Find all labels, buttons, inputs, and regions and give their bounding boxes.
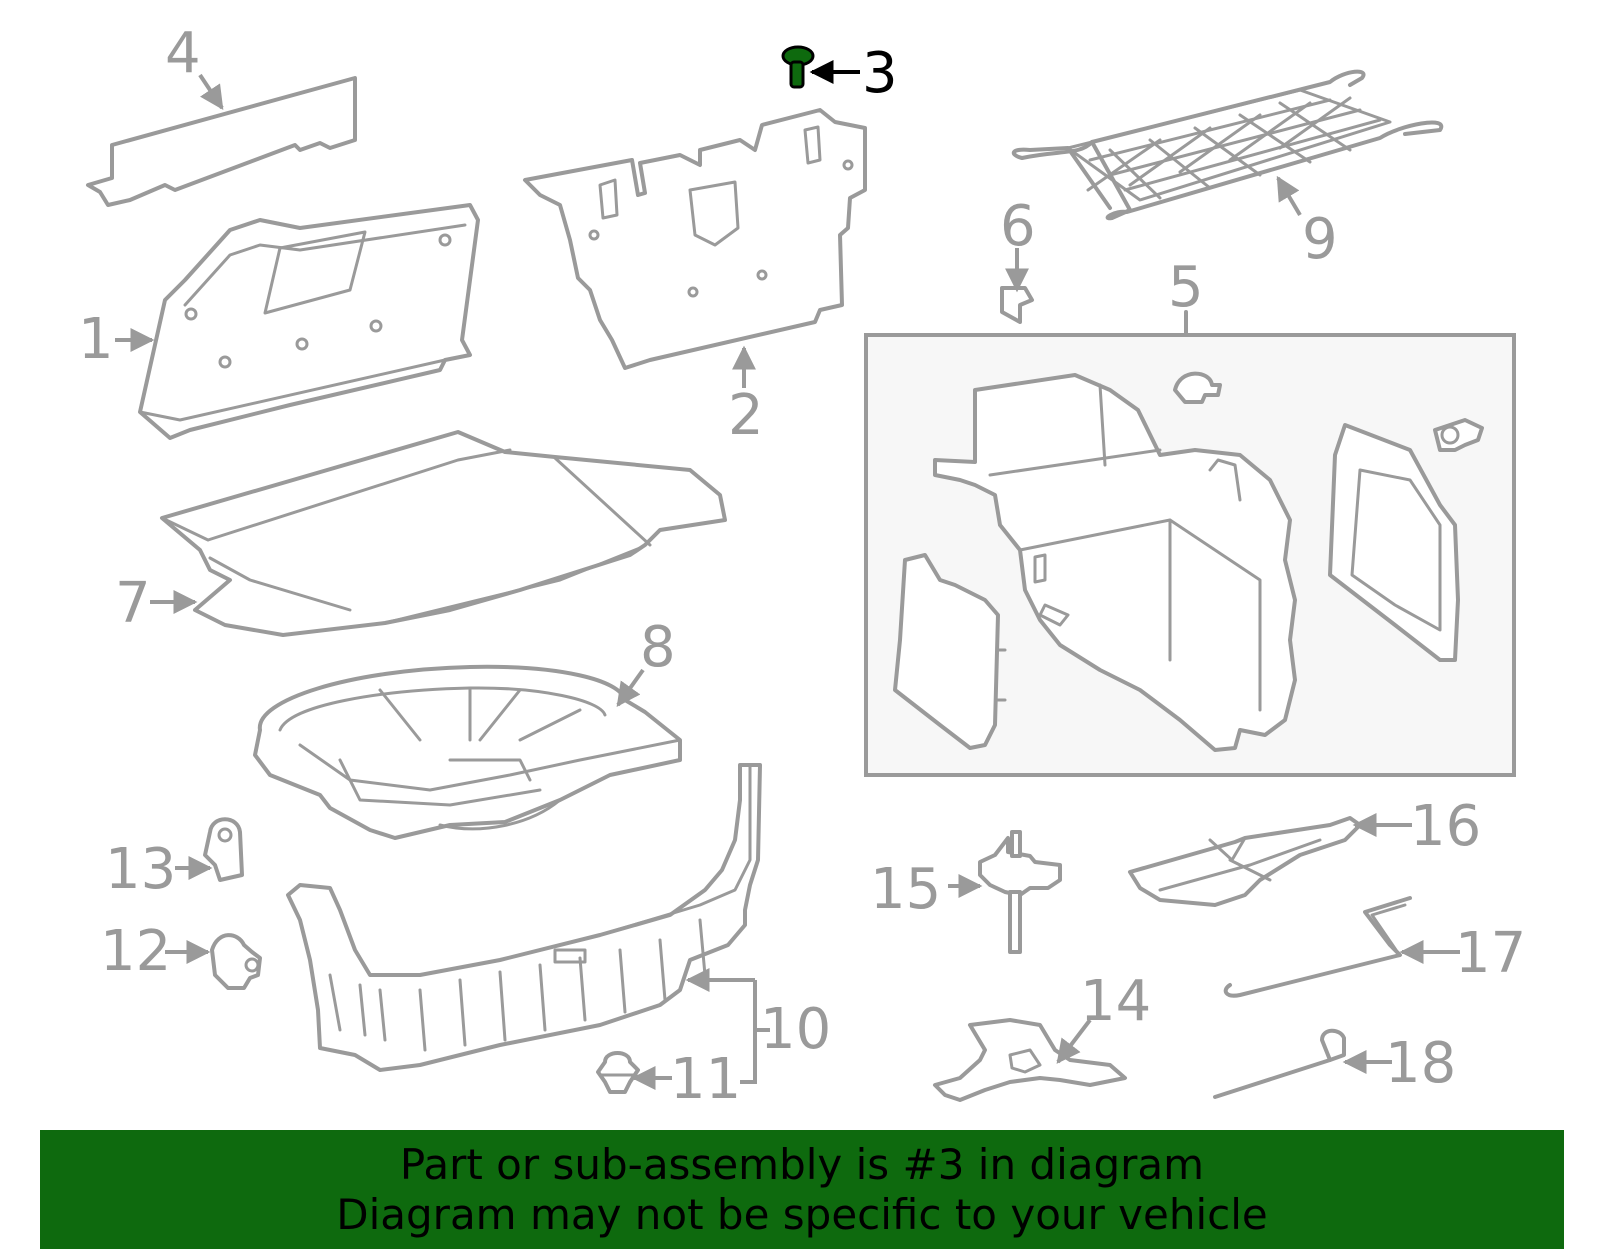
part-11-push-clip <box>596 1051 640 1094</box>
leader-9 <box>1276 175 1302 217</box>
leader-lines <box>115 60 1460 1090</box>
part-4-trim-strip <box>86 76 357 207</box>
callout-16: 16 <box>1410 794 1481 859</box>
callout-3: 3 <box>862 41 898 106</box>
part-10-rear-trim <box>286 763 762 1072</box>
callout-13: 13 <box>105 837 176 902</box>
part-5-assembly-box <box>864 310 1516 777</box>
part-17-rod <box>1223 896 1412 998</box>
callout-11: 11 <box>670 1047 741 1112</box>
callout-17: 17 <box>1455 921 1526 986</box>
part-1-side-panel <box>138 203 480 440</box>
callout-1: 1 <box>78 307 114 372</box>
callout-7: 7 <box>115 571 151 636</box>
callout-10: 10 <box>760 997 831 1062</box>
part-13-bracket <box>203 817 244 882</box>
callout-6: 6 <box>1000 194 1036 259</box>
part-8-tray <box>253 664 682 840</box>
info-banner: Part or sub-assembly is #3 in diagram Di… <box>40 1130 1564 1249</box>
part-12-grommet <box>210 933 262 990</box>
part-7-floor-mat <box>160 430 727 637</box>
part-6-clip <box>1000 286 1034 324</box>
callout-4: 4 <box>165 21 201 86</box>
callout-12: 12 <box>100 919 171 984</box>
callout-15: 15 <box>870 857 941 922</box>
leader-14 <box>1056 1018 1092 1064</box>
banner-line-1: Part or sub-assembly is #3 in diagram <box>399 1139 1205 1189</box>
part-3-clip <box>781 45 815 89</box>
leader-8 <box>616 668 645 707</box>
part-15-jack-bolt <box>978 830 1062 954</box>
callout-labels: 4 1 2 3 9 6 5 7 8 13 12 10 11 15 16 17 1… <box>78 21 1526 1112</box>
part-2-partition-board <box>523 108 867 370</box>
banner-line-2: Diagram may not be specific to your vehi… <box>336 1189 1268 1239</box>
part-18-handle <box>1213 1028 1346 1099</box>
callout-5: 5 <box>1168 255 1204 320</box>
part-16-jack <box>1128 816 1362 907</box>
callout-18: 18 <box>1385 1031 1456 1096</box>
callout-2: 2 <box>728 383 764 448</box>
leader-4 <box>198 73 224 110</box>
callout-14: 14 <box>1080 969 1151 1034</box>
part-9-cargo-net <box>1011 69 1444 221</box>
part-14-bracket <box>933 1018 1127 1102</box>
callout-9: 9 <box>1302 207 1338 272</box>
callout-8: 8 <box>640 615 676 680</box>
